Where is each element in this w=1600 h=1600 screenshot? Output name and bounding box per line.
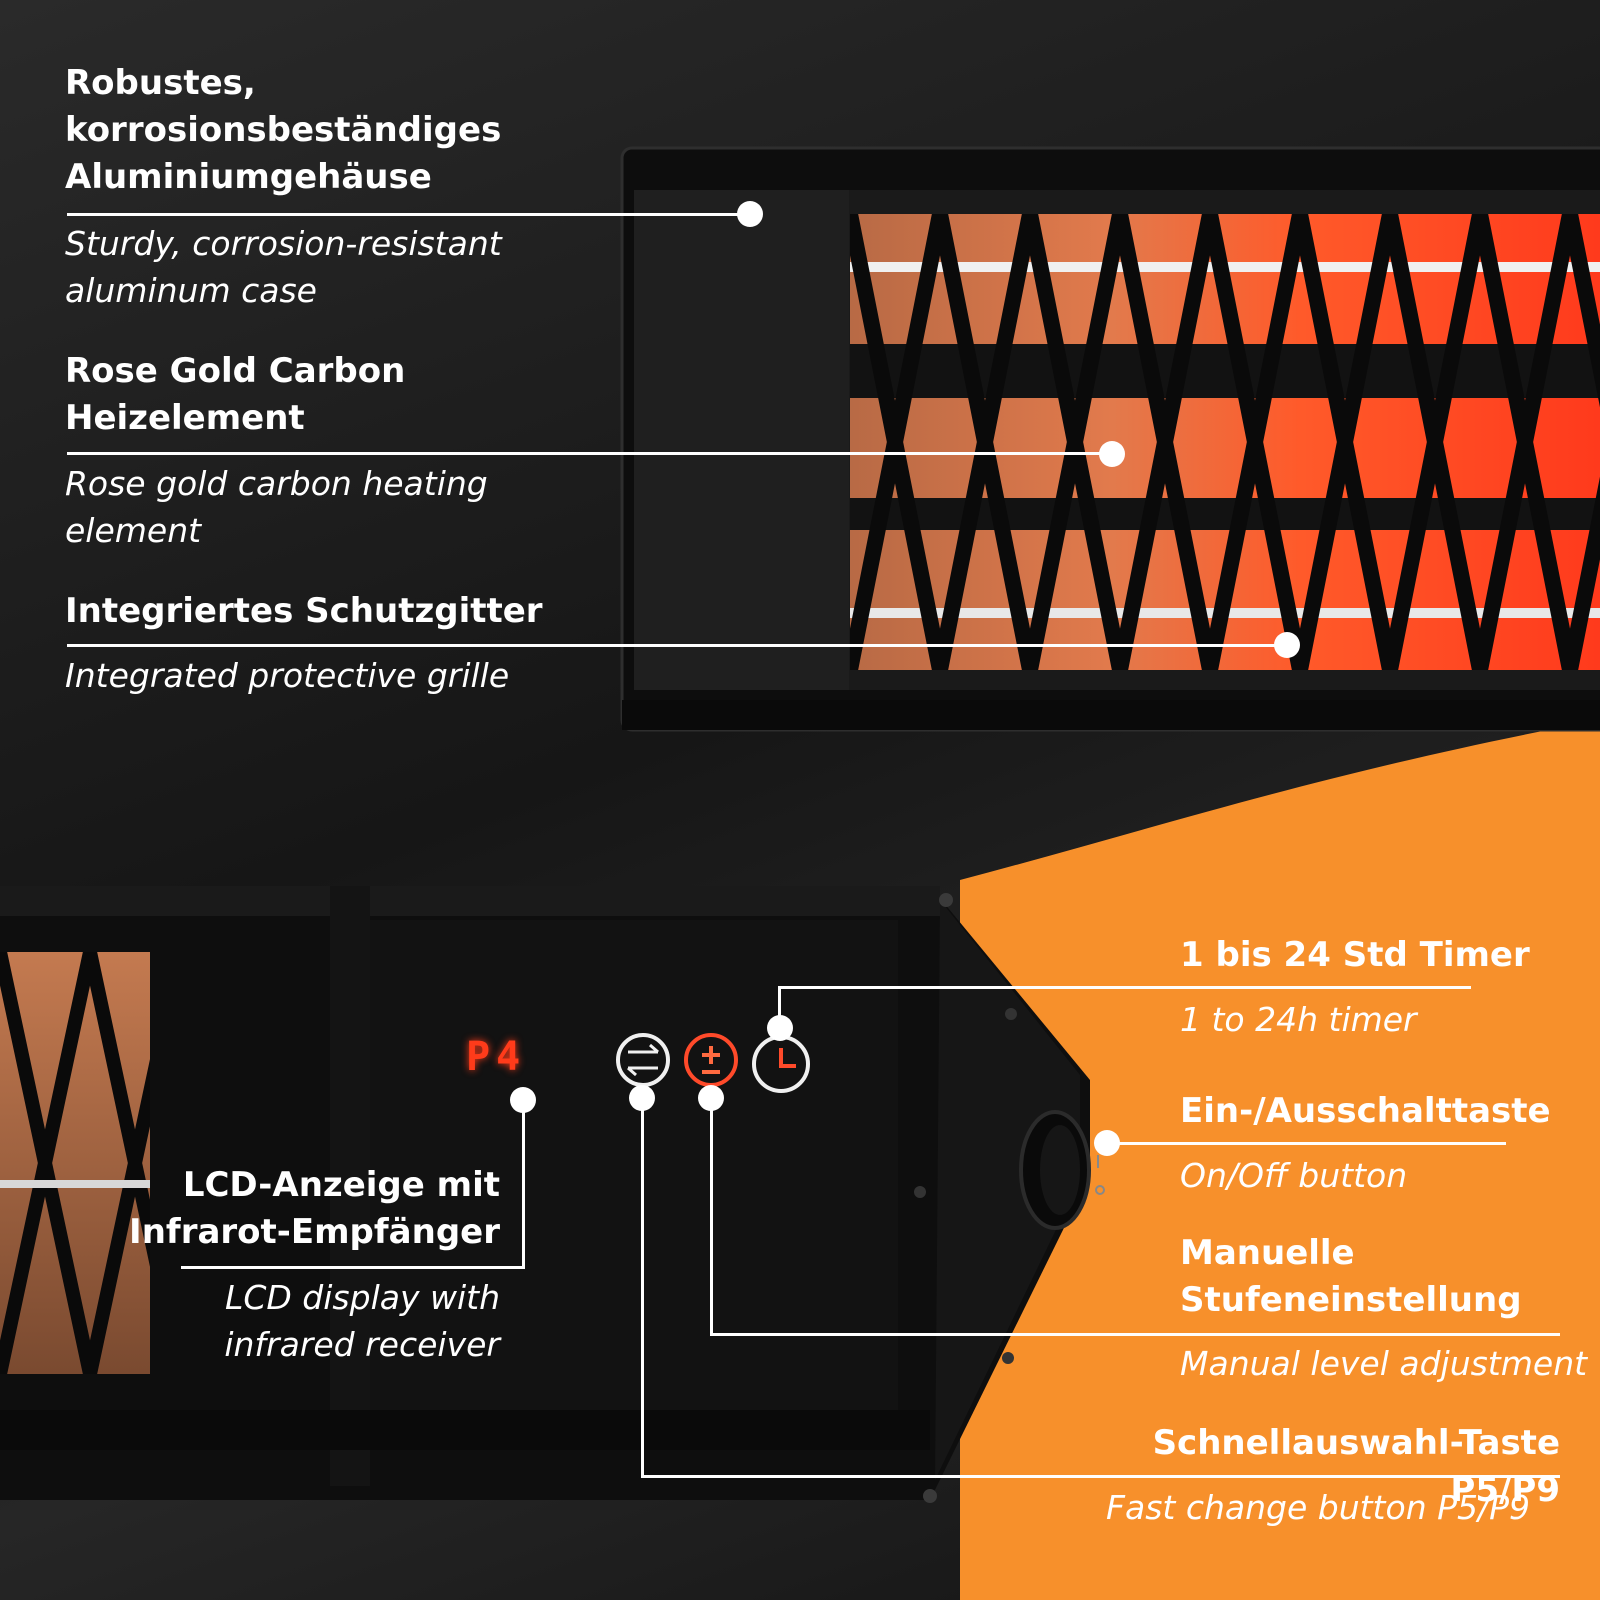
- leader-timer-horizontal: [779, 986, 1471, 989]
- callout-level-de: Manuelle Stufeneinstellung: [1180, 1233, 1522, 1320]
- top-heating-element: [850, 214, 1600, 670]
- callout-housing-en: Sturdy, corrosion-resistant aluminum cas…: [65, 224, 502, 310]
- marker-lcd: [510, 1087, 536, 1113]
- callout-power-en: On/Off button: [1180, 1156, 1408, 1195]
- leader-level-horizontal: [710, 1333, 1560, 1336]
- power-switch-icon: [1019, 1110, 1105, 1230]
- leader-power: [1107, 1142, 1506, 1145]
- leader-lcd-vertical: [522, 1100, 525, 1269]
- callout-power-de: Ein-/Ausschalttaste: [1180, 1091, 1551, 1131]
- callout-grille-en: Integrated protective grille: [65, 656, 510, 695]
- marker-fast: [629, 1085, 655, 1111]
- bottom-heating-element: [0, 952, 150, 1374]
- lcd-display-reading: P4: [466, 1034, 527, 1080]
- leader-level-vertical: [710, 1098, 713, 1336]
- callout-lcd-de: LCD-Anzeige mit Infrarot-Empfänger: [129, 1165, 500, 1252]
- callout-timer-en: 1 to 24h timer: [1180, 1000, 1417, 1039]
- marker-grille: [1274, 632, 1300, 658]
- callout-element-de: Rose Gold Carbon Heizelement: [65, 351, 406, 438]
- leader-grille: [67, 644, 1287, 647]
- callout-grille-de: Integriertes Schutzgitter: [65, 591, 543, 631]
- marker-element: [1099, 441, 1125, 467]
- bottom-heater-housing: [0, 886, 1090, 1503]
- leader-fast-vertical: [641, 1098, 644, 1478]
- callout-level-en: Manual level adjustment: [1180, 1344, 1588, 1383]
- callout-fast-en: Fast change button P5/P9: [1106, 1488, 1531, 1527]
- leader-element: [67, 452, 1112, 455]
- marker-power: [1094, 1130, 1120, 1156]
- callout-element-en: Rose gold carbon heating element: [65, 464, 488, 550]
- leader-timer-vertical: [778, 986, 781, 1029]
- leader-housing: [67, 213, 750, 216]
- callout-lcd-en: LCD display with infrared receiver: [224, 1278, 500, 1364]
- marker-housing: [737, 201, 763, 227]
- leader-fast-horizontal: [641, 1475, 1560, 1478]
- leader-lcd-horizontal: [181, 1266, 525, 1269]
- callout-housing-de: Robustes, korrosionsbeständiges Aluminiu…: [65, 63, 502, 197]
- marker-level: [698, 1085, 724, 1111]
- callout-timer-de: 1 bis 24 Std Timer: [1180, 935, 1530, 975]
- marker-timer: [767, 1015, 793, 1041]
